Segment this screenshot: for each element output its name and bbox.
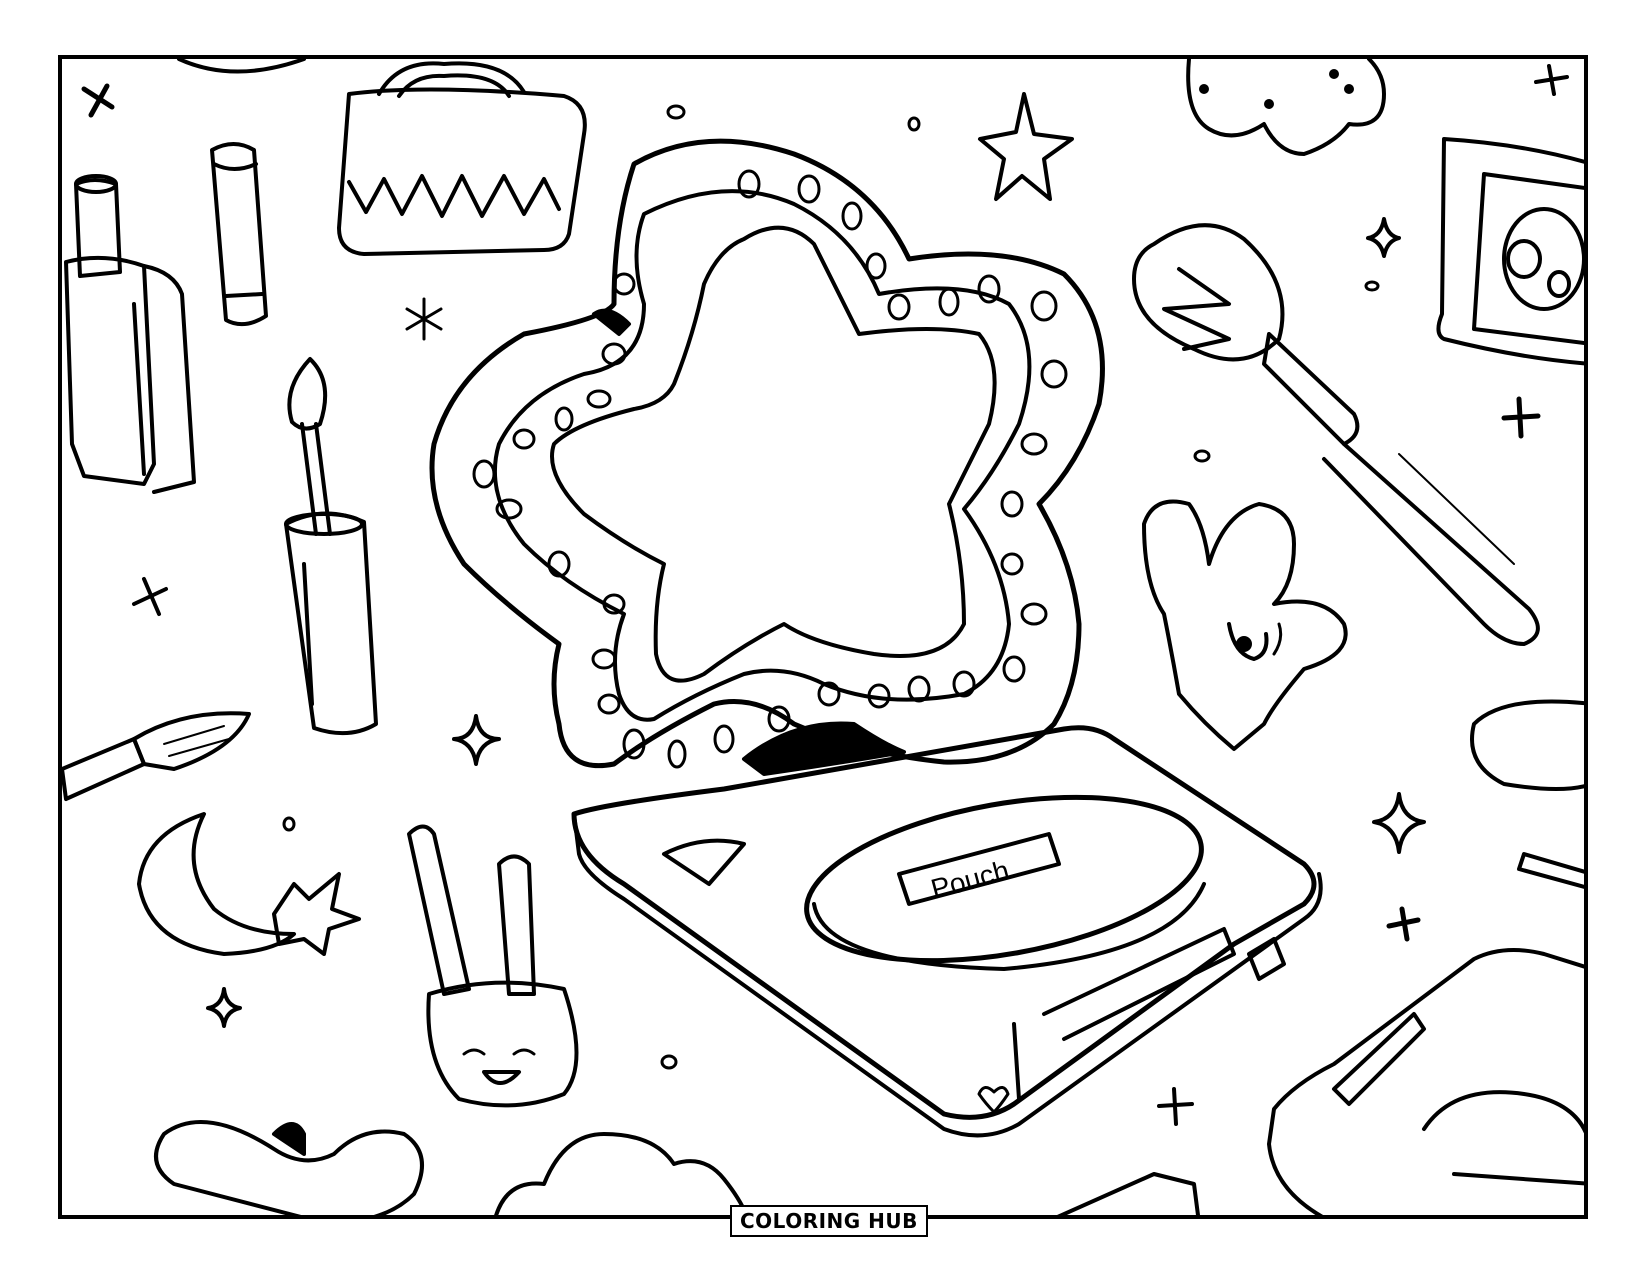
mascara [286, 359, 376, 733]
compact-case: Pouch [574, 728, 1321, 1136]
mirror-shadow [594, 311, 629, 334]
mirror-bulbs [474, 171, 1066, 767]
sparkle-icons [134, 66, 1567, 1124]
mirror-hinge [744, 723, 904, 774]
pouch-label: Pouch [899, 834, 1059, 905]
coloring-hub-badge: COLORING HUB [730, 1205, 928, 1237]
powder-brush [1134, 225, 1538, 644]
cloud-bottom [494, 1134, 749, 1219]
pencil-right [1519, 854, 1588, 889]
small-brush [62, 713, 249, 799]
eyeshadow-palette [1438, 139, 1588, 364]
mirror-glass [552, 228, 995, 681]
winking-cloud [1144, 502, 1346, 750]
bottom-right-edge [1454, 1174, 1588, 1184]
moon-and-star [139, 814, 359, 954]
oval-top-right [1472, 702, 1588, 790]
palette-bottom [1044, 1174, 1199, 1219]
coloring-artwork: Pouch [62, 59, 1588, 1219]
artwork-frame: Pouch [58, 55, 1588, 1219]
makeup-bag [339, 63, 585, 254]
cloud-top [1188, 59, 1384, 154]
star-mirror [432, 141, 1102, 774]
cross-icon [84, 86, 112, 115]
lipstick [212, 144, 266, 324]
dots [284, 106, 1378, 1112]
heart [156, 1122, 422, 1219]
top-left-shape [179, 59, 304, 72]
perfume-bottle [66, 176, 194, 492]
bottom-compact [1269, 950, 1588, 1219]
pencil-cup [409, 827, 577, 1106]
